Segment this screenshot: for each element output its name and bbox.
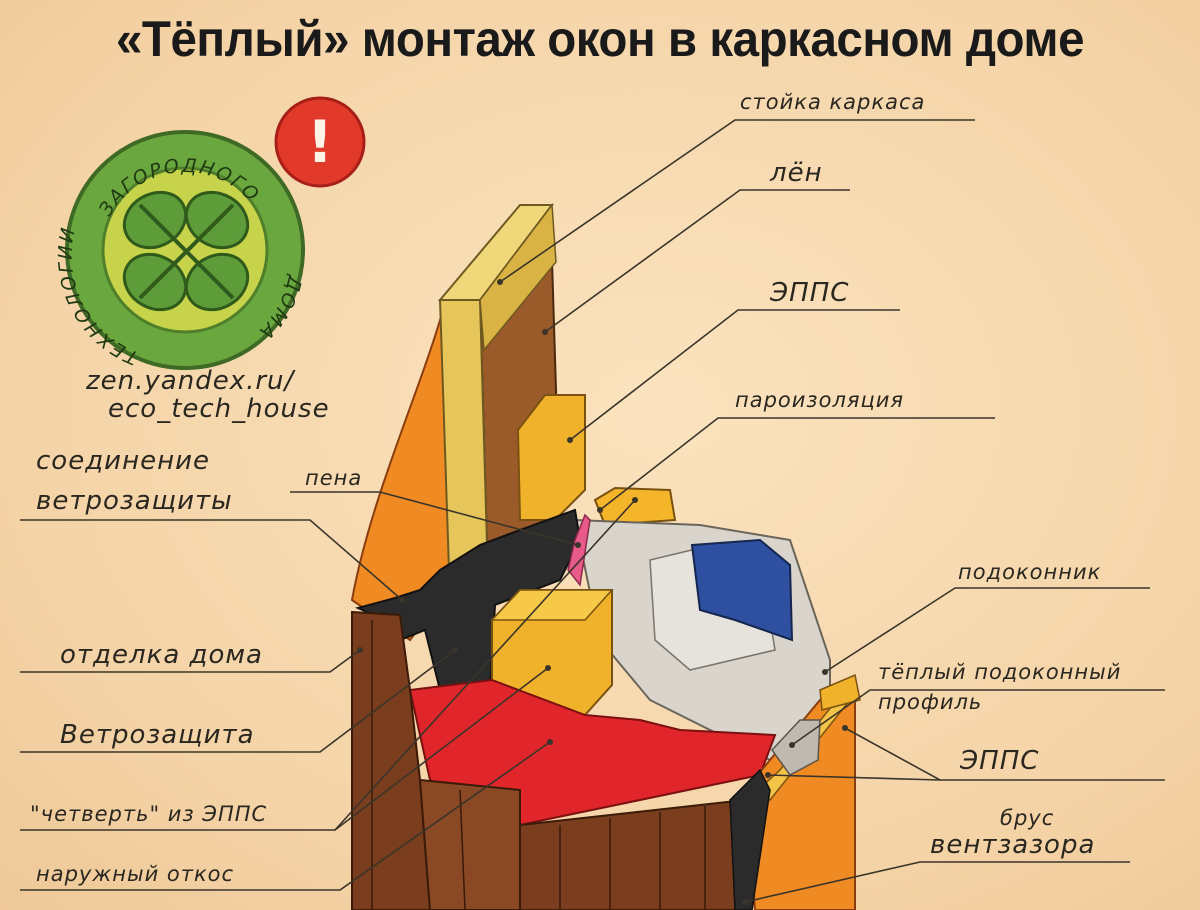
leader-otdelka <box>20 649 361 673</box>
label-teply-profil-2: профиль <box>878 690 983 714</box>
label-paroizolyaciya: пароизоляция <box>735 388 905 412</box>
leader-teply-profil <box>791 689 1165 746</box>
source-line-2: eco_tech_house <box>108 394 330 424</box>
leader-vetrozashchita <box>20 649 456 753</box>
label-len: лён <box>770 158 823 188</box>
label-stoyka: стойка каркаса <box>740 90 926 114</box>
epps-right-block <box>819 673 861 711</box>
stud-side <box>479 202 557 352</box>
label-chetvert: "четверть" из ЭППС <box>30 802 268 826</box>
label-brus-1: брус <box>1000 806 1055 830</box>
epps-upper-block <box>516 394 586 521</box>
label-vetrozashchita: Ветрозащита <box>60 720 255 750</box>
leader-brus <box>744 861 1130 903</box>
leader-pena <box>290 491 579 546</box>
label-pena: пена <box>305 466 363 490</box>
leader-otkos <box>20 741 551 891</box>
leader-soedinenie <box>20 519 403 601</box>
siding-lower <box>519 798 747 910</box>
logo: ЗАГОРОДНОГО ТЕХНОЛОГИИ ДОМА <box>55 130 305 370</box>
leader-chetvert-2 <box>334 667 549 831</box>
leader-epps-bottom-2 <box>767 774 941 781</box>
source-line-1: zen.yandex.ru/ <box>86 366 295 396</box>
label-otkos: наружный откос <box>36 862 235 886</box>
label-epps-top: ЭППС <box>770 278 850 308</box>
siding-boards <box>371 620 706 910</box>
epps-quarter-top <box>490 589 614 621</box>
label-soedinenie-2: ветрозащиты <box>36 486 233 516</box>
clover-icon <box>122 190 250 312</box>
label-teply-profil-1: тёплый подоконный <box>878 660 1122 684</box>
leader-len <box>544 189 850 333</box>
label-otdelka: отделка дома <box>60 640 263 670</box>
badge-mark: ! <box>307 108 333 176</box>
label-soedinenie-1: соединение <box>36 446 210 476</box>
leader-podokonnik <box>824 587 1150 673</box>
exclamation-badge-icon: ! <box>274 96 366 188</box>
windbarrier-right <box>729 768 771 910</box>
label-podokonnik: подоконник <box>958 560 1102 584</box>
glass-unit <box>690 538 794 642</box>
leader-stoyka <box>499 119 975 283</box>
leader-dots <box>357 279 848 905</box>
label-epps-bottom: ЭППС <box>960 746 1040 776</box>
page-title: «Тёплый» монтаж окон в каркасном доме <box>115 11 1085 67</box>
leader-epps-top <box>569 309 900 441</box>
label-brus-2: вентзазора <box>930 830 1096 860</box>
leader-paroizolyaciya <box>599 417 995 511</box>
